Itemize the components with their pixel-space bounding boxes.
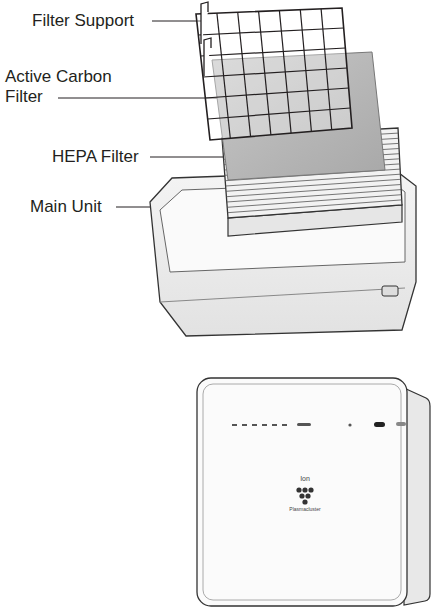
filter-support-grid — [196, 2, 352, 140]
logo-text: Ion — [300, 475, 310, 482]
logo-text: Plasmacluster — [289, 507, 320, 512]
part-label: Filter Support — [32, 11, 162, 31]
part-label: Active Carbon Filter — [5, 67, 130, 107]
logo-mark — [296, 487, 313, 504]
purifier-front-view — [197, 378, 430, 606]
part-label: HEPA Filter — [52, 147, 182, 167]
part-label: Main Unit — [30, 197, 130, 217]
